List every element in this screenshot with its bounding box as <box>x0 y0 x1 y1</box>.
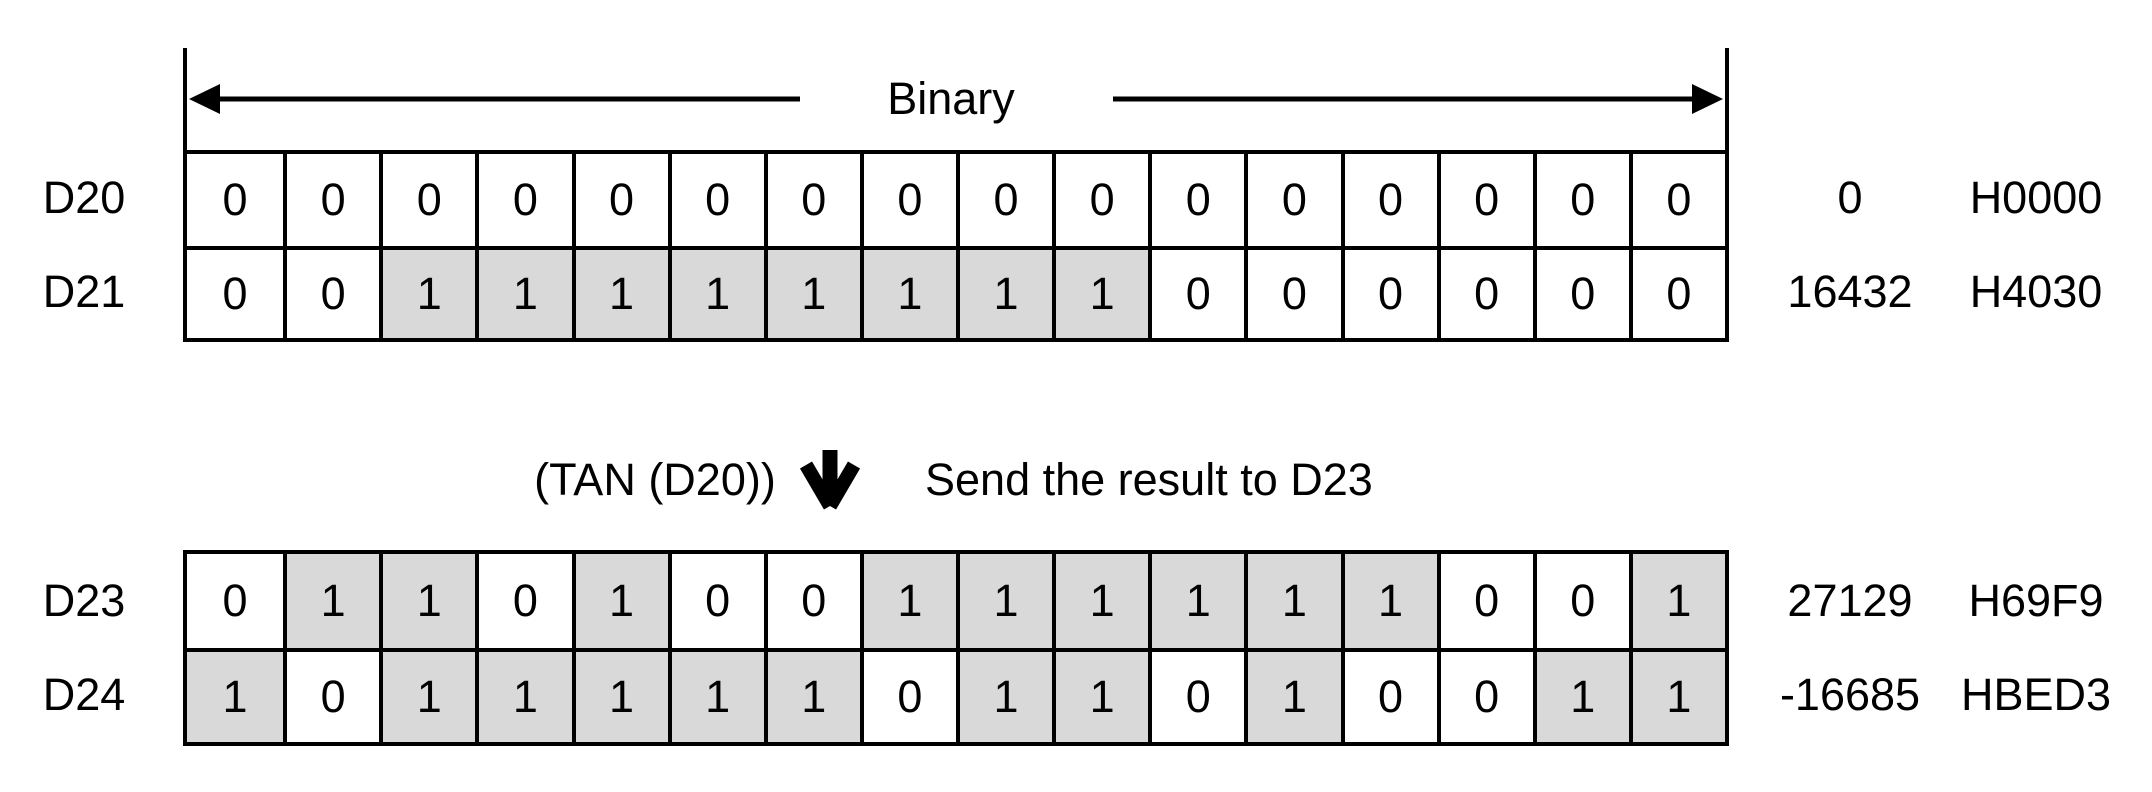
bit-cell: 0 <box>1340 154 1437 246</box>
bit-cell: 1 <box>667 250 764 338</box>
register-label-d20: D20 <box>42 172 126 223</box>
bit-cell: 1 <box>667 652 764 742</box>
bit-cell: 0 <box>283 652 380 742</box>
bit-cell: 1 <box>475 652 572 742</box>
bit-cell: 0 <box>1436 154 1533 246</box>
bit-cell: 1 <box>859 554 956 648</box>
bit-cell: 0 <box>1436 652 1533 742</box>
bit-cell: 0 <box>187 250 284 338</box>
bit-cell: 0 <box>283 154 380 246</box>
bit-cell: 0 <box>1052 154 1149 246</box>
bit-cell: 0 <box>1148 154 1245 246</box>
bit-cell: 1 <box>1244 554 1341 648</box>
bit-cell: 0 <box>187 154 284 246</box>
binary-header-label: Binary <box>887 73 1015 124</box>
bit-cell: 1 <box>379 652 476 742</box>
hex-value-d24: HBED3 <box>1960 669 2112 720</box>
bit-cell: 1 <box>1148 554 1245 648</box>
bit-cell: 0 <box>859 154 956 246</box>
bit-cell: 0 <box>1532 554 1629 648</box>
binary-span-arrow-left <box>189 84 800 114</box>
bit-cell: 1 <box>763 652 860 742</box>
operation-description: Send the result to D23 <box>925 454 1373 505</box>
bit-cell: 1 <box>1628 652 1725 742</box>
bit-cell: 1 <box>571 554 668 648</box>
bit-cell: 0 <box>475 154 572 246</box>
decimal-value-d24: -16685 <box>1779 669 1921 720</box>
bit-cell: 1 <box>1340 554 1437 648</box>
binary-span-arrow-right <box>1113 84 1723 114</box>
bit-cell: 1 <box>1628 554 1725 648</box>
bit-cell: 1 <box>1052 250 1149 338</box>
bit-cell: 0 <box>1532 154 1629 246</box>
bit-cell: 0 <box>1436 554 1533 648</box>
bit-cell: 0 <box>1628 250 1725 338</box>
register-label-d24: D24 <box>42 669 126 720</box>
operation-expression: (TAN (D20)) <box>534 454 776 505</box>
bit-cell: 1 <box>1532 652 1629 742</box>
hex-value-d20: H0000 <box>1969 172 2103 223</box>
bit-cell: 0 <box>667 154 764 246</box>
bit-cell: 1 <box>1052 652 1149 742</box>
bit-cell: 1 <box>1244 652 1341 742</box>
bit-cell: 1 <box>283 554 380 648</box>
bit-cell: 0 <box>1148 250 1245 338</box>
hex-value-d23: H69F9 <box>1968 575 2104 626</box>
decimal-value-d23: 27129 <box>1787 575 1913 626</box>
bit-cell: 0 <box>1244 250 1341 338</box>
bit-cell: 1 <box>956 250 1053 338</box>
bit-cell: 0 <box>475 554 572 648</box>
register-label-d23: D23 <box>42 575 126 626</box>
bit-cell: 0 <box>1436 250 1533 338</box>
bit-cell: 1 <box>475 250 572 338</box>
bit-cell: 0 <box>571 154 668 246</box>
bit-cell: 1 <box>763 250 860 338</box>
bit-cell: 1 <box>859 250 956 338</box>
bit-cell: 0 <box>763 154 860 246</box>
bit-cell: 1 <box>379 250 476 338</box>
bit-cell: 0 <box>379 154 476 246</box>
bit-cell: 0 <box>1148 652 1245 742</box>
bit-cell: 0 <box>1340 250 1437 338</box>
bit-cell: 1 <box>187 652 284 742</box>
decimal-value-d20: 0 <box>1837 172 1863 223</box>
bit-cell: 1 <box>1052 554 1149 648</box>
bit-cell: 0 <box>763 554 860 648</box>
bit-cell: 0 <box>1340 652 1437 742</box>
bit-cell: 0 <box>667 554 764 648</box>
bit-cell: 1 <box>571 250 668 338</box>
bit-cell: 0 <box>187 554 284 648</box>
bit-cell: 1 <box>956 554 1053 648</box>
bit-cell: 0 <box>1244 154 1341 246</box>
bit-cell: 1 <box>956 652 1053 742</box>
bit-cell: 0 <box>1628 154 1725 246</box>
bit-cell: 1 <box>571 652 668 742</box>
bit-cell: 0 <box>859 652 956 742</box>
decimal-value-d21: 16432 <box>1787 266 1913 317</box>
bit-cell: 0 <box>956 154 1053 246</box>
register-label-d21: D21 <box>42 266 126 317</box>
bit-cell: 0 <box>283 250 380 338</box>
bit-cell: 0 <box>1532 250 1629 338</box>
bit-cell: 1 <box>379 554 476 648</box>
hex-value-d21: H4030 <box>1969 266 2103 317</box>
